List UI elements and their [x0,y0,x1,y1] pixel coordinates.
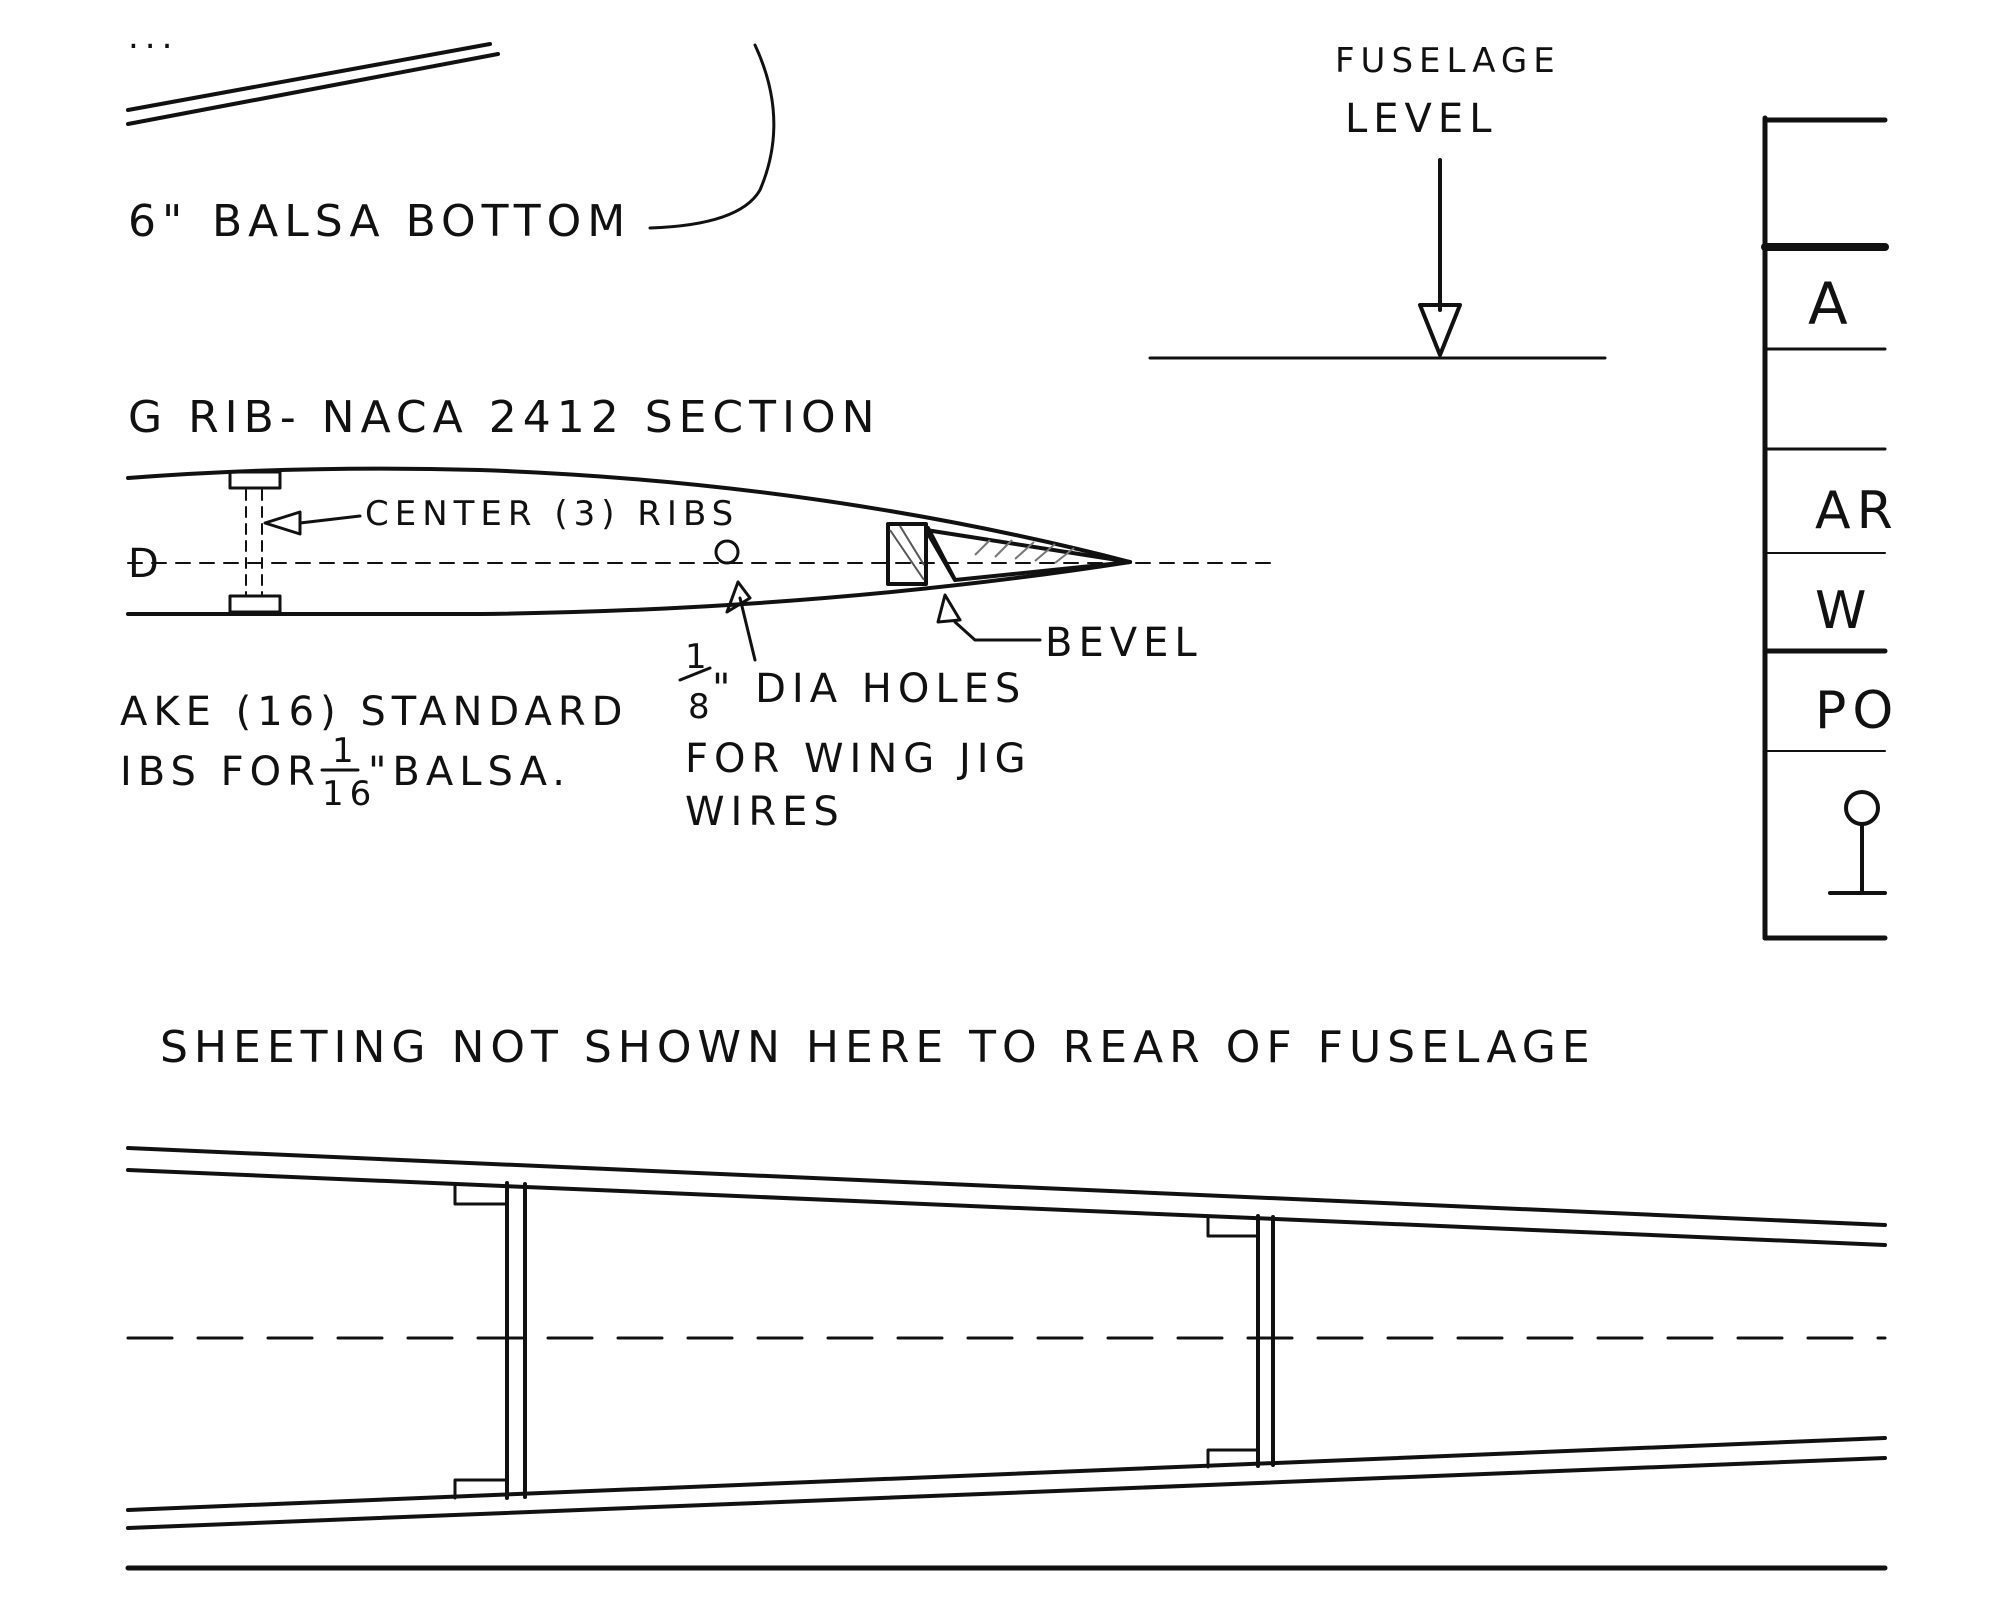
jig-holes-line1: " DIA HOLES [712,666,1026,712]
make-ribs-line1: AKE (16) STANDARD [120,689,628,735]
center-ribs-label: CENTER (3) RIBS [365,494,739,534]
title-block-row-po: PO [1815,681,1899,741]
balsa-bottom-text: BALSA BOTTOM [212,196,631,247]
rib-lower-surface [126,560,1132,617]
jig-holes-frac-num: 1 [685,637,713,677]
wing-rib-airfoil: D CENTER (3) RIBS BEVEL [126,466,1271,666]
make-ribs-frac-den: 16 [322,774,377,814]
bottom-longeron-upper [126,1436,1887,1512]
bevel-label: BEVEL [1045,620,1203,666]
upper-spar-cap [228,470,282,490]
sheeting-note: SHEETING NOT SHOWN HERE TO REAR OF FUSEL… [160,1022,1596,1073]
jig-holes-line3: WIRES [685,789,845,835]
top-longeron-lower [126,1168,1887,1247]
top-left-fragment: ... [128,17,178,57]
fuselage-level-line1: FUSELAGE [1335,41,1561,81]
title-block-row-w: W [1815,581,1872,641]
level-arrow-head [1418,303,1462,357]
rib-section-title: G RIB- NACA 2412 SECTION [128,392,881,443]
balsa-bottom-fraction: 6" [128,196,188,247]
fuselage-side-view [125,1146,1888,1571]
jig-holes-note: 1 8 " DIA HOLES FOR WING JIG WIRES [678,637,1032,835]
title-block-row-ar: AR [1815,481,1899,541]
jig-holes-line2: FOR WING JIG [685,736,1032,782]
fuselage-level-indicator: FUSELAGE LEVEL [1148,41,1607,360]
make-ribs-note: AKE (16) STANDARD IBS FOR 1 16 "BALSA. [120,689,628,814]
title-block: A AR W PO [1761,115,1899,941]
make-ribs-frac-num: 1 [332,731,360,771]
fuselage-level-line2: LEVEL [1345,96,1497,142]
jig-holes-frac-den: 8 [688,687,716,727]
bottom-longeron-lower [126,1456,1887,1530]
balsa-bottom-outline: ... [126,17,776,230]
jig-wire-hole [714,539,740,565]
make-ribs-line2a: IBS FOR [120,749,321,795]
lower-spar-cap [228,594,282,614]
make-ribs-line2b: "BALSA. [368,749,571,795]
trailing-edge-hatch [974,539,1075,564]
title-block-circle-symbol [1844,790,1880,826]
rib-left-mark: D [128,541,165,587]
title-block-row-a: A [1808,270,1854,338]
trailing-edge-block [886,522,928,586]
balsa-bottom-label: 6" BALSA BOTTOM [128,196,631,247]
top-longeron-upper [126,1146,1887,1227]
